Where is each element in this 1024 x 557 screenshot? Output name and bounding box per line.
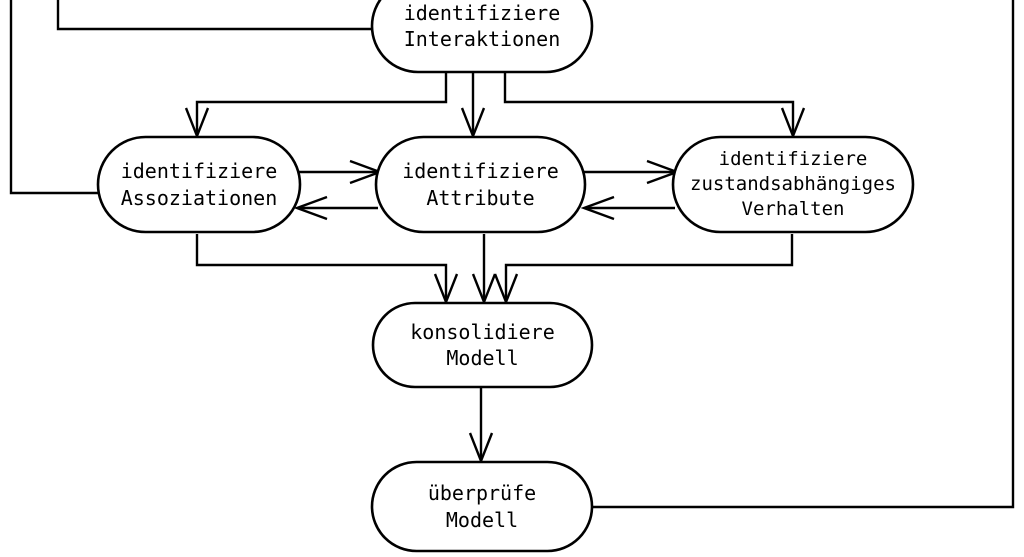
- edge-ueberpruefe-feedback-right: [591, 0, 1015, 509]
- node-shape-interaktionen[interactable]: [370, 0, 594, 74]
- arrowhead-attribute-right-in: [580, 195, 615, 221]
- edge-offscreen-to-interaktionen-left: [56, 0, 373, 31]
- edge-interaktionen-to-assoziationen: [195, 72, 448, 134]
- node-shape-verhalten[interactable]: [671, 135, 915, 234]
- node-shape-konsolidiere[interactable]: [371, 301, 594, 389]
- edge-verhalten-to-konsolidiere: [504, 234, 794, 300]
- node-shape-assoziationen[interactable]: [96, 135, 302, 234]
- node-shape-ueberpruefe[interactable]: [370, 460, 594, 553]
- arrowhead-assoziationen-right-in: [293, 195, 328, 221]
- node-shape-attribute[interactable]: [374, 135, 587, 234]
- edge-interaktionen-to-verhalten: [503, 72, 795, 134]
- edge-offscreen-left-to-assoziationen: [9, 0, 99, 195]
- edge-assoziationen-to-konsolidiere: [195, 234, 448, 300]
